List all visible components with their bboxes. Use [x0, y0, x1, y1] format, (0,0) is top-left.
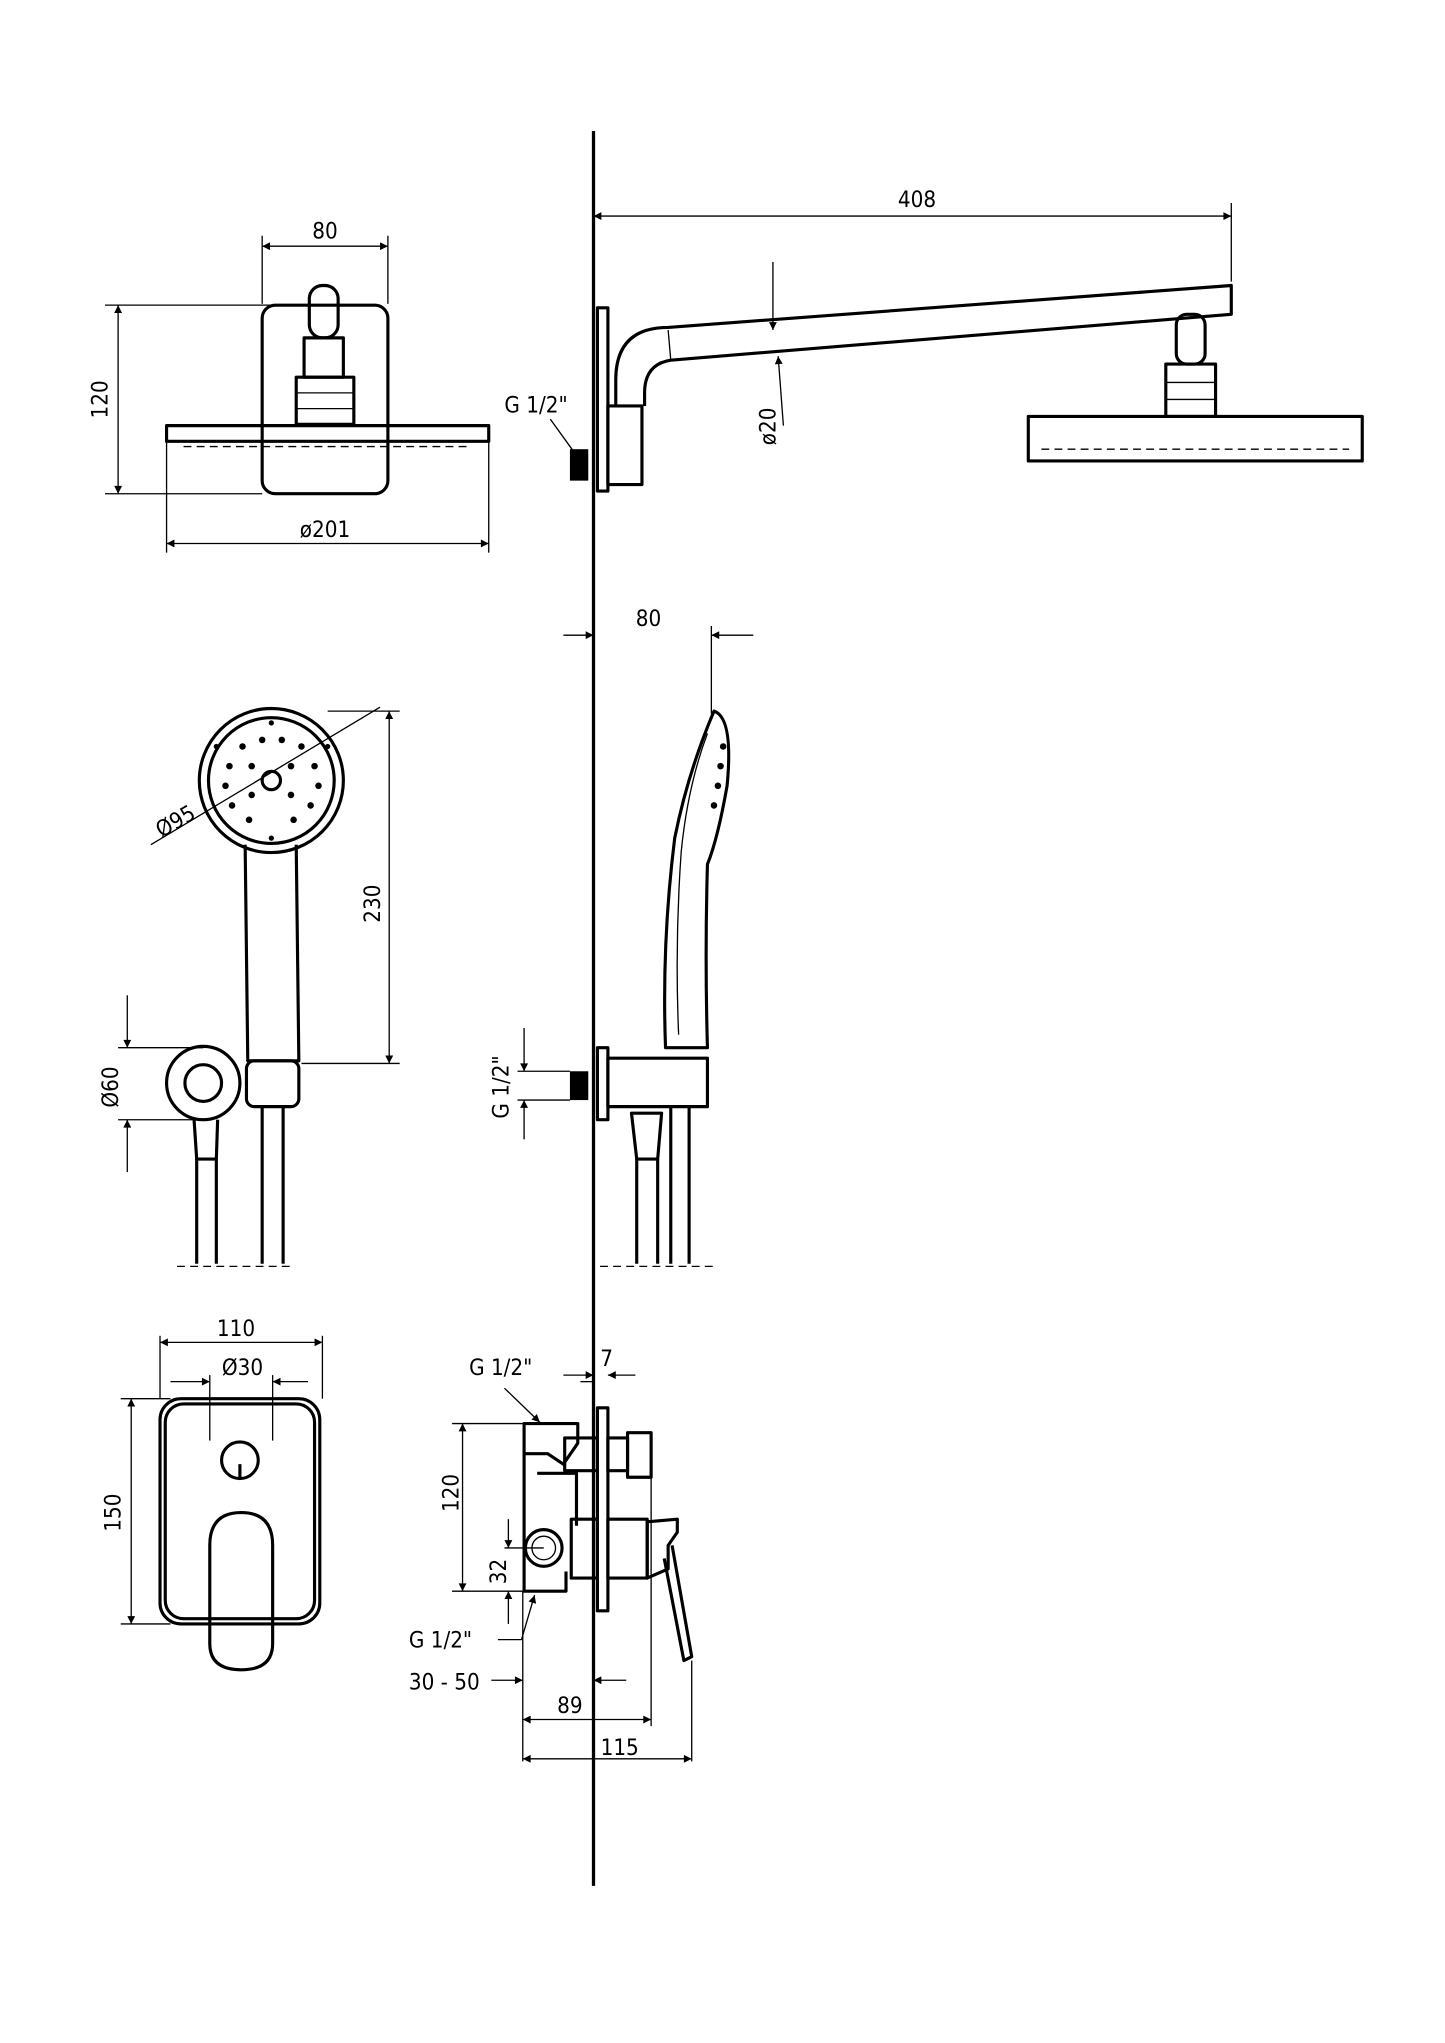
inlet-top-label: G 1/2": [469, 1355, 532, 1381]
connection-icon: [569, 449, 589, 481]
dim-height: 150: [101, 1494, 127, 1532]
dim-length: 230: [360, 885, 386, 923]
overhead-shower-front-view: 80 120 ø201: [88, 218, 491, 553]
connection-label: G 1/2": [504, 393, 567, 419]
dim-projection-body: 89: [557, 1693, 582, 1719]
dim-width: 80: [312, 218, 337, 244]
dim-diameter: ø201: [300, 517, 350, 543]
dim-holder-diameter: Ø60: [98, 1066, 124, 1107]
dim-head-diameter: Ø95: [151, 800, 200, 843]
connection-label: G 1/2": [488, 1055, 514, 1118]
dim-arm-diameter: ø20: [756, 408, 782, 446]
dim-height: 120: [88, 380, 114, 418]
mixer-side-view: 7 G 1/2" 120 32 G 1/2" 30 - 50 89 115: [409, 1346, 694, 1763]
dim-projection-total: 115: [601, 1735, 639, 1761]
inlet-bottom-label: G 1/2": [409, 1627, 472, 1653]
mixer-front-view: 110 Ø30 150: [101, 1316, 324, 1672]
dim-body-height: 120: [439, 1474, 465, 1512]
dim-install-depth: 30 - 50: [409, 1669, 480, 1695]
overhead-shower-side-view: 408 G 1/2" ø20: [504, 187, 1364, 493]
dim-knob-diameter: Ø30: [222, 1355, 263, 1381]
connection-icon: [569, 1071, 589, 1101]
dim-width: 110: [217, 1316, 255, 1342]
hand-shower-side-view: 80 G 1/2": [488, 606, 754, 1268]
dim-offset: 32: [486, 1559, 512, 1584]
hand-shower-front-view: 230 Ø95 Ø60: [98, 706, 400, 1268]
dim-plate: 7: [600, 1346, 613, 1372]
dim-reach: 408: [898, 187, 936, 213]
dim-depth: 80: [636, 606, 661, 632]
